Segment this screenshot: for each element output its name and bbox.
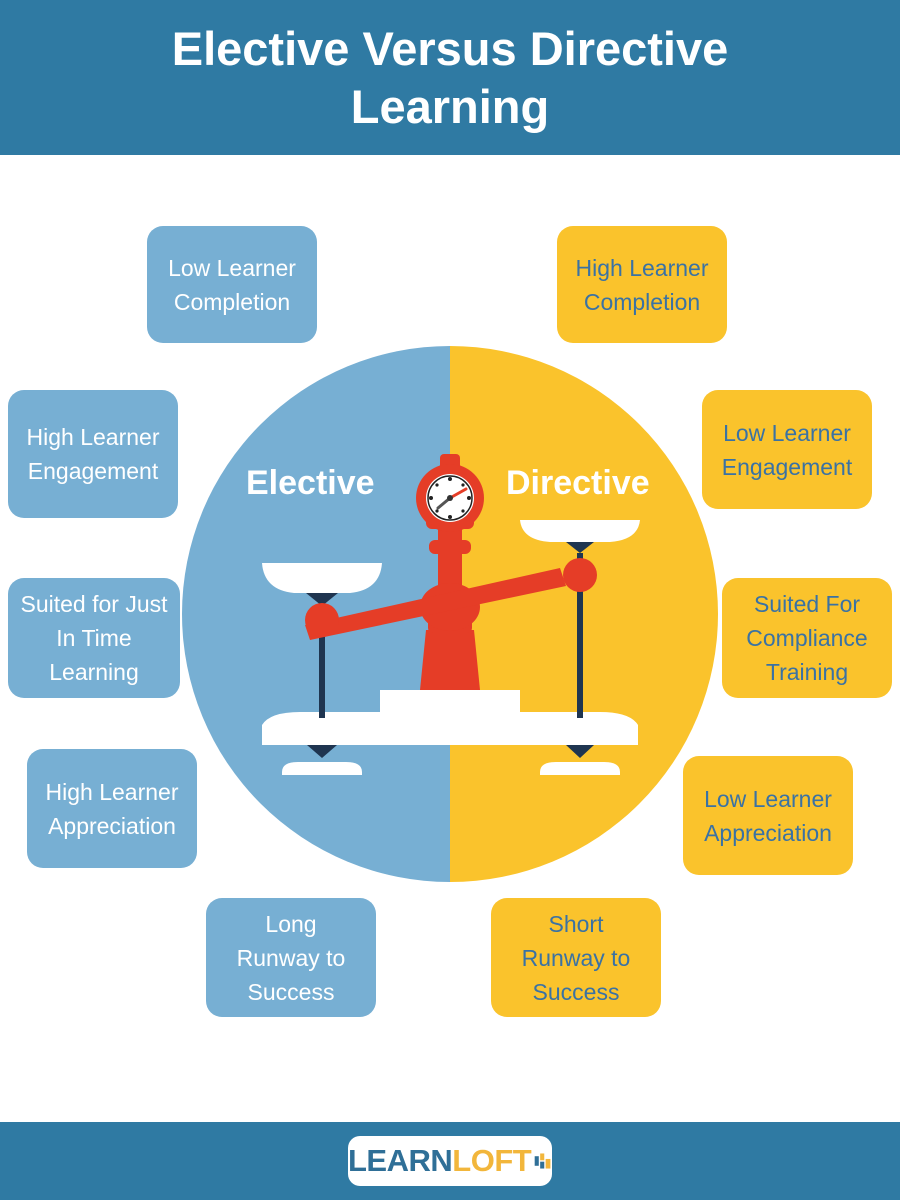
right-pan-icon	[520, 520, 640, 775]
logo-loft-text: LOFT	[452, 1143, 532, 1178]
logo-mark-icon	[534, 1153, 551, 1169]
gauge-icon	[426, 474, 474, 522]
scale-base-icon	[262, 690, 638, 745]
directive-item-completion: High Learner Completion	[557, 226, 727, 343]
elective-item-completion: Low Learner Completion	[147, 226, 317, 343]
elective-label: Elective	[246, 464, 375, 502]
directive-item-runway: Short Runway to Success	[491, 898, 661, 1017]
elective-item-engagement: High Learner Engagement	[8, 390, 178, 518]
elective-item-runway: Long Runway to Success	[206, 898, 376, 1017]
title-banner: Elective Versus Directive Learning	[0, 0, 900, 155]
directive-item-appreciation: Low Learner Appreciation	[683, 756, 853, 875]
scale-post-icon	[305, 454, 597, 690]
directive-item-compliance: Suited For Compliance Training	[722, 578, 892, 698]
page-title: Elective Versus Directive Learning	[171, 21, 729, 133]
elective-item-just-in-time: Suited for Just In Time Learning	[8, 578, 180, 698]
directive-item-engagement: Low Learner Engagement	[702, 390, 872, 509]
directive-label: Directive	[506, 464, 650, 502]
logo-learn-text: LEARN	[348, 1143, 453, 1178]
elective-item-appreciation: High Learner Appreciation	[27, 749, 197, 868]
left-pan-icon	[262, 563, 382, 775]
directive-half-circle	[450, 346, 718, 882]
